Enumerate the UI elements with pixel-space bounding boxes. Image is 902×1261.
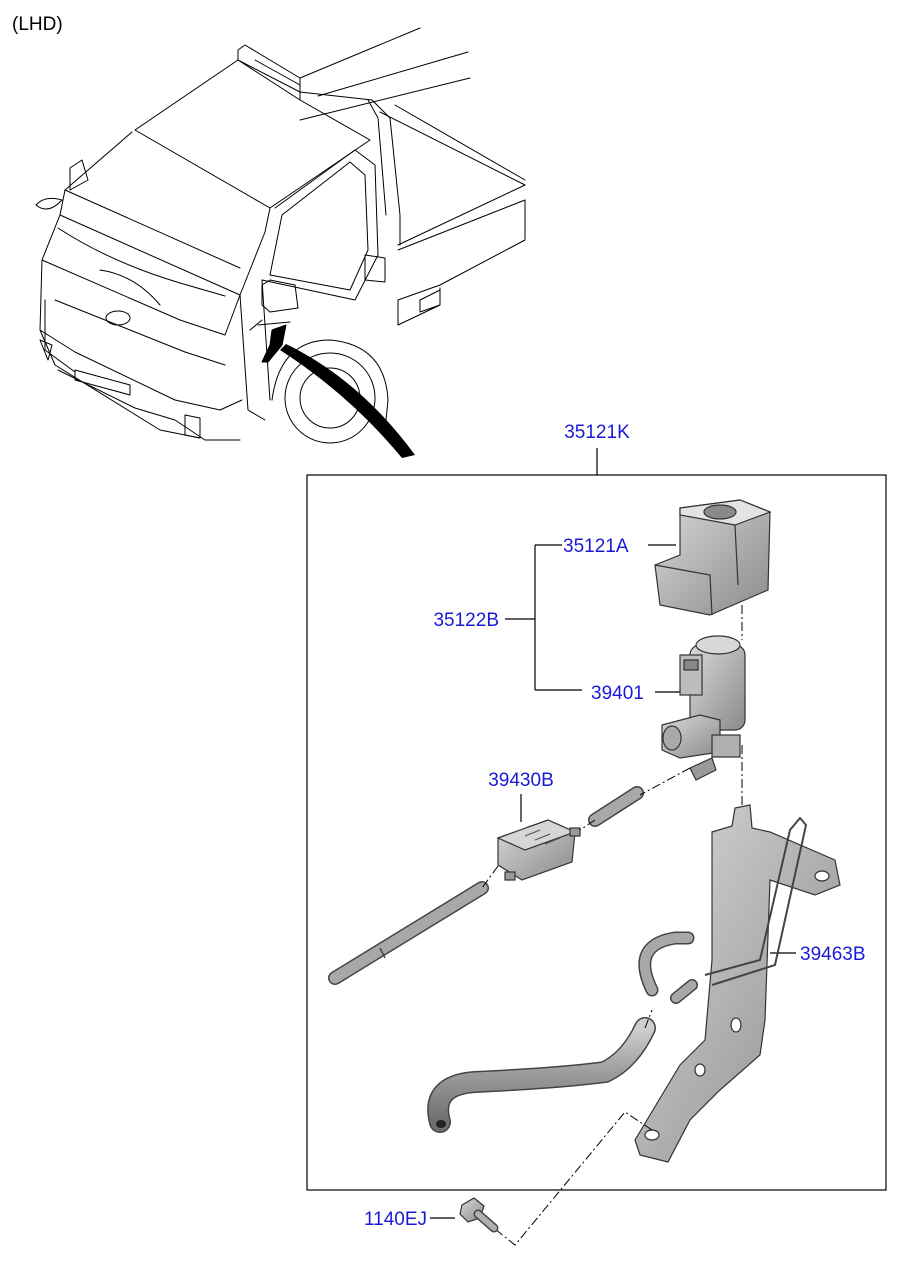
callout-39401[interactable]: 39401 bbox=[591, 683, 644, 704]
lower-hose bbox=[427, 1017, 656, 1133]
bracket-part bbox=[634, 804, 841, 1163]
callout-39430b[interactable]: 39430B bbox=[488, 770, 554, 791]
callout-35121a[interactable]: 35121A bbox=[563, 536, 629, 557]
solenoid-valve-part bbox=[661, 635, 746, 781]
filter-part bbox=[496, 819, 581, 881]
truck-illustration bbox=[35, 27, 526, 444]
cover-part bbox=[654, 499, 772, 616]
u-hose bbox=[638, 931, 698, 1004]
long-hose bbox=[328, 881, 489, 985]
callout-35121k[interactable]: 35121K bbox=[564, 422, 630, 443]
assembly-lines bbox=[481, 605, 743, 1246]
callout-35122b[interactable]: 35122B bbox=[433, 610, 499, 631]
lhd-label: (LHD) bbox=[12, 14, 63, 35]
callout-1140ej[interactable]: 1140EJ bbox=[364, 1209, 427, 1230]
callout-39463b[interactable]: 39463B bbox=[800, 944, 866, 965]
bolt-part bbox=[459, 1197, 499, 1233]
location-pointer bbox=[280, 344, 415, 458]
short-hose bbox=[588, 786, 644, 827]
